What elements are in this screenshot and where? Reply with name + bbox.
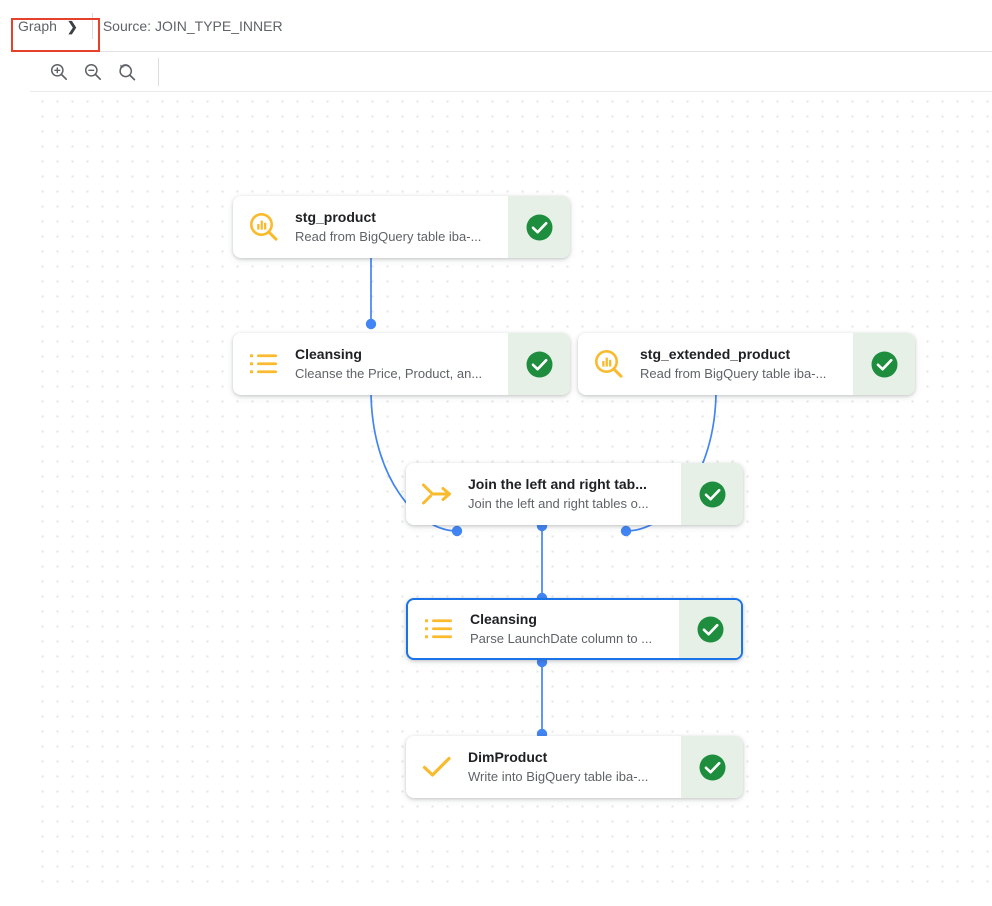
list-icon [233,333,295,395]
node-status-badge [508,333,570,395]
node-status-badge [508,196,570,258]
node-title: Join the left and right tab... [468,476,647,492]
breadcrumb-bar: Graph ❯ Source: JOIN_TYPE_INNER [0,0,992,52]
bigquery-source-icon [578,333,640,395]
check-tick-icon [406,736,468,798]
node-status-badge [681,463,743,525]
node-status-badge [681,736,743,798]
breadcrumb-divider [91,13,93,39]
breadcrumb-item-graph[interactable]: Graph ❯ [0,9,92,43]
zoom-in-icon[interactable] [44,57,74,87]
node-status-badge [679,600,741,658]
node-subtitle: Parse LaunchDate column to ... [470,631,653,646]
zoom-reset-icon[interactable] [112,57,142,87]
node-status-badge [853,333,915,395]
node-subtitle: Join the left and right tables o... [468,496,649,511]
node-subtitle: Write into BigQuery table iba-... [468,769,649,784]
zoom-toolbar [0,52,992,92]
breadcrumb-graph-label: Graph [18,18,57,34]
edge-endpoint-dot [451,525,463,537]
list-icon [408,600,470,658]
zoom-out-icon[interactable] [78,57,108,87]
bigquery-source-icon [233,196,295,258]
node-title: Cleansing [470,611,537,627]
node-body: Join the left and right tab... Join the l… [468,463,681,525]
node-title: Cleansing [295,346,362,362]
chevron-right-icon: ❯ [66,18,78,34]
node-subtitle: Read from BigQuery table iba-... [295,229,482,244]
node-title: DimProduct [468,749,548,765]
node-title: stg_extended_product [640,346,791,362]
node-title: stg_product [295,209,376,225]
join-merge-icon [406,463,468,525]
node-subtitle: Read from BigQuery table iba-... [640,366,827,381]
node-subtitle: Cleanse the Price, Product, an... [295,366,483,381]
breadcrumb-source-label: Source: JOIN_TYPE_INNER [102,18,283,34]
edge-endpoint-dot [365,318,377,330]
toolbar-separator [158,58,159,86]
edge-endpoint-dot [620,525,632,537]
graph-node-join_node[interactable]: Join the left and right tab... Join the l… [406,463,743,525]
